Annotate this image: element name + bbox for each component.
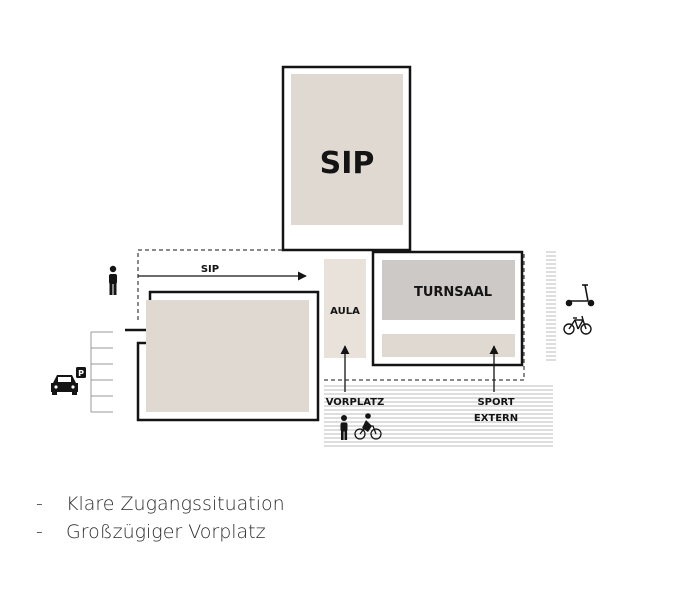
- hatch-lower-area: [324, 385, 553, 447]
- hatch-right-strip: [546, 251, 556, 361]
- bicycle-icon: [563, 315, 592, 335]
- sip-building-fill: [291, 74, 403, 225]
- cyclist-icon: [354, 413, 382, 440]
- bullet-item: -Klare Zugangssituation: [36, 493, 285, 515]
- site-boundary-dashed: [137, 249, 525, 381]
- sip-path-label: SIP: [201, 264, 219, 275]
- pedestrian-icon: [109, 265, 117, 295]
- turnsaal-side-fill: [382, 334, 515, 357]
- sip-building-label: SIP: [320, 146, 375, 181]
- scooter-icon: [565, 284, 595, 307]
- bullet-item: -Großzügiger Vorplatz: [36, 521, 266, 543]
- sport-label: SPORT: [477, 397, 514, 408]
- extern-label: EXTERN: [474, 413, 518, 424]
- aula-fill: [324, 259, 366, 358]
- bullet-list: -Klare Zugangssituation -Großzügiger Vor…: [36, 490, 285, 546]
- turnsaal-label: TURNSAAL: [414, 285, 492, 300]
- turnsaal-hall-fill: [382, 260, 515, 320]
- vorplatz-label: VORPLATZ: [326, 397, 385, 408]
- car-icon: [51, 375, 78, 395]
- west-building-fill: [146, 300, 309, 412]
- parking-icon: P: [76, 367, 86, 378]
- parking-stalls: [90, 331, 113, 413]
- pedestrian-icon-bottom: [340, 415, 348, 440]
- aula-label: AULA: [330, 306, 360, 317]
- svg-text:P: P: [78, 369, 84, 378]
